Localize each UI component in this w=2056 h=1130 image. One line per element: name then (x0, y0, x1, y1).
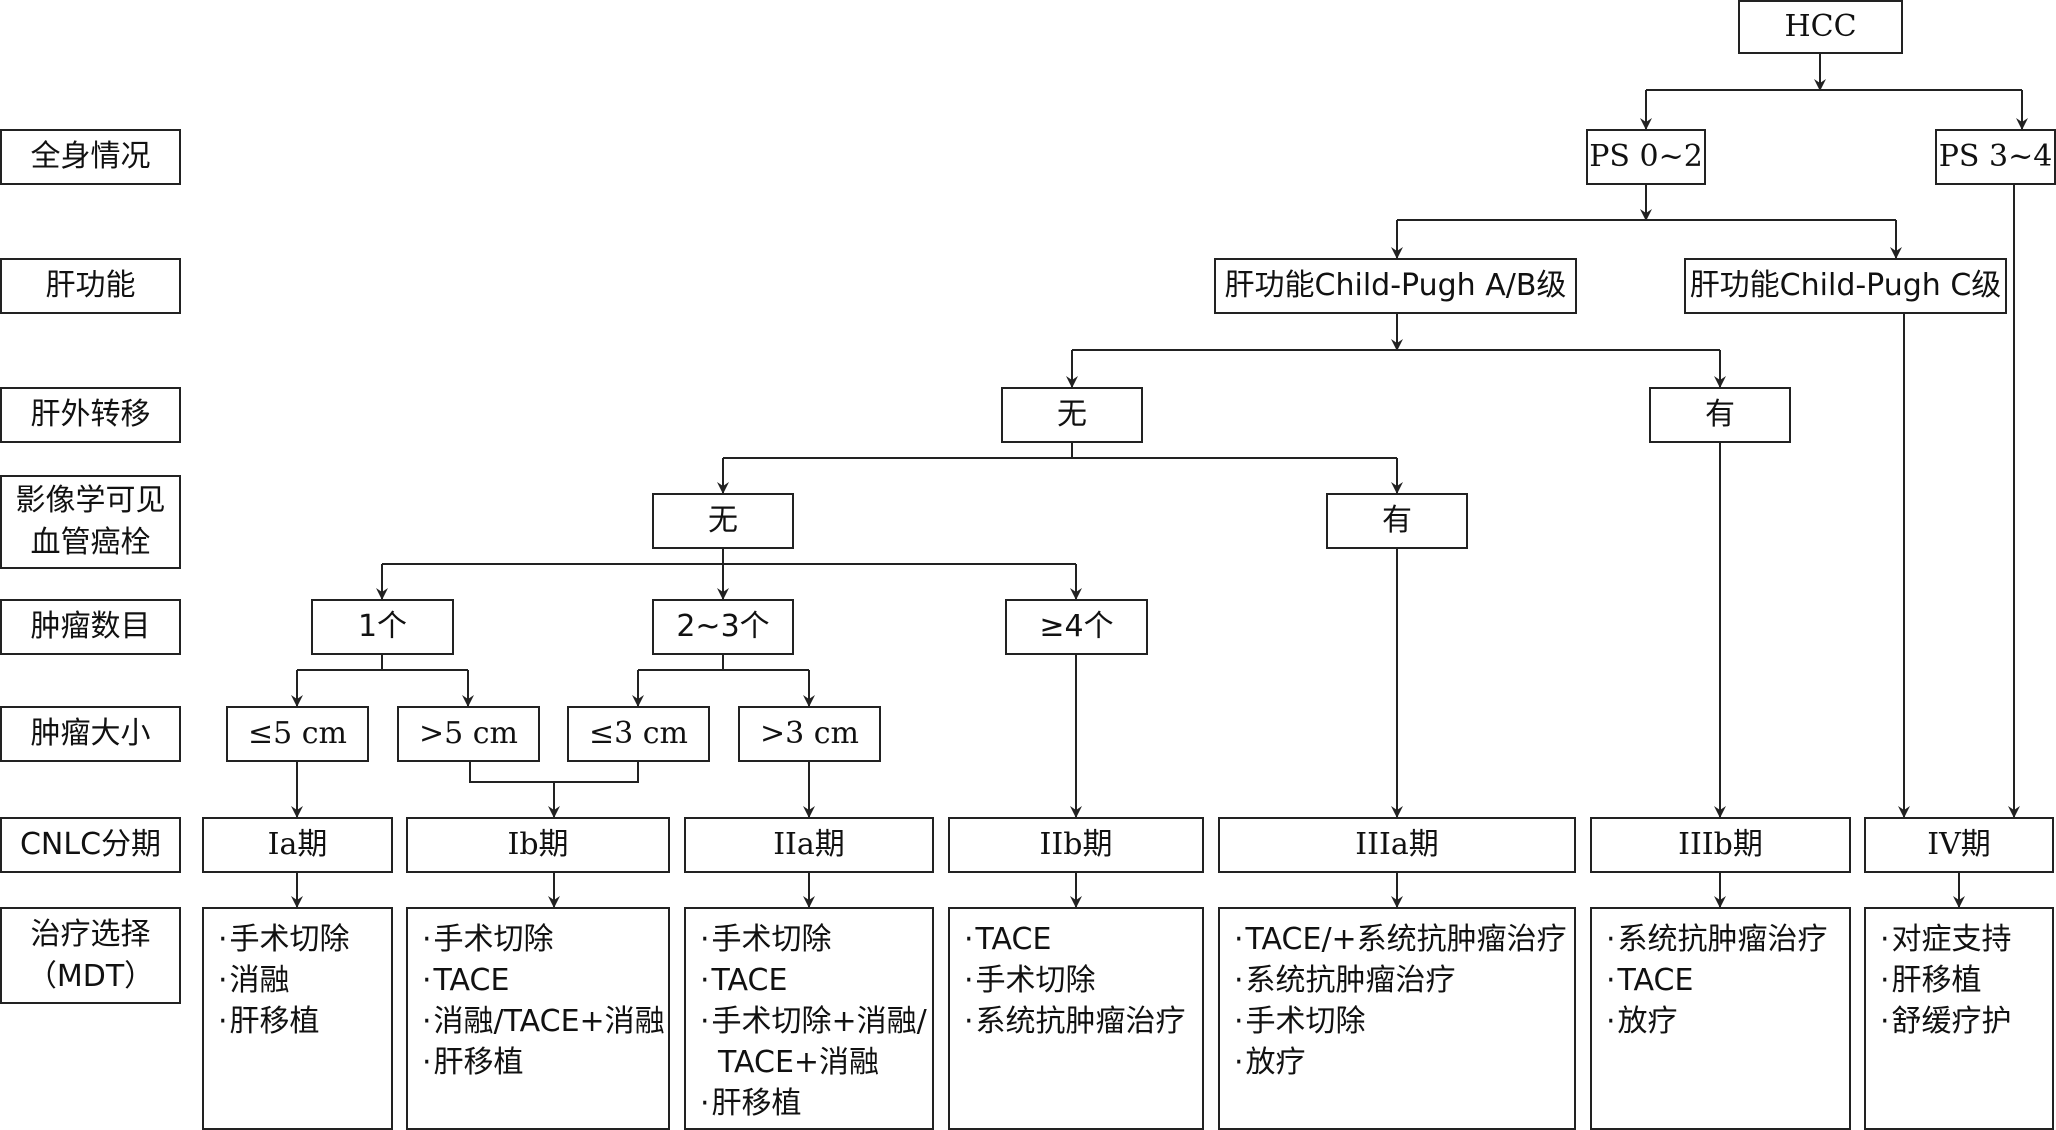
treatment-iiib: 系统抗肿瘤治疗 TACE 放疗 (1590, 907, 1851, 1130)
node-size-gt-5cm: >5 cm (397, 706, 540, 762)
treatment-item: 肝移植 (218, 1001, 391, 1042)
stage-iiib: IIIb期 (1590, 817, 1851, 873)
treatment-item: 消融 (218, 960, 391, 1001)
treatment-item: 手术切除+消融/ (700, 1001, 932, 1042)
treatment-ib: 手术切除 TACE 消融/TACE+消融 肝移植 (406, 907, 670, 1130)
row-label-tumor-size: 肿瘤大小 (0, 706, 181, 762)
row-label-treatment: 治疗选择 （MDT） (0, 907, 181, 1004)
treatment-item: 舒缓疗护 (1880, 1001, 2052, 1042)
node-child-pugh-ab: 肝功能Child-Pugh A/B级 (1214, 258, 1577, 314)
treatment-iib: TACE 手术切除 系统抗肿瘤治疗 (948, 907, 1204, 1130)
node-hcc: HCC (1738, 0, 1903, 54)
treatment-item: 系统抗肿瘤治疗 (1606, 919, 1849, 960)
treatment-item: TACE (422, 960, 668, 1001)
treatment-item: 放疗 (1606, 1001, 1849, 1042)
treatment-item: 肝移植 (700, 1083, 932, 1124)
node-vascular-yes: 有 (1326, 493, 1468, 549)
row-label-cnlc-stage: CNLC分期 (0, 817, 181, 873)
stage-iib: IIb期 (948, 817, 1204, 873)
node-extrahepatic-yes: 有 (1649, 387, 1791, 443)
treatment-iiia: TACE/+系统抗肿瘤治疗 系统抗肿瘤治疗 手术切除 放疗 (1218, 907, 1576, 1130)
row-label-vascular-line1: 影像学可见 (15, 483, 166, 518)
treatment-item: 对症支持 (1880, 919, 2052, 960)
treatment-item: TACE (964, 919, 1202, 960)
treatment-item: 手术切除 (700, 919, 932, 960)
treatment-item: 放疗 (1234, 1042, 1574, 1083)
stage-iiia: IIIa期 (1218, 817, 1576, 873)
node-tumor-number-2-3: 2~3个 (652, 599, 794, 655)
row-label-vascular-line2: 血管癌栓 (30, 525, 151, 560)
row-label-general: 全身情况 (0, 129, 181, 185)
treatment-item: 肝移植 (422, 1042, 668, 1083)
node-extrahepatic-no: 无 (1001, 387, 1143, 443)
stage-iia: IIa期 (684, 817, 934, 873)
row-label-vascular: 影像学可见 血管癌栓 (0, 475, 181, 569)
stage-ib: Ib期 (406, 817, 670, 873)
node-ps-3-4: PS 3~4 (1935, 129, 2056, 185)
treatment-item: 肝移植 (1880, 960, 2052, 1001)
treatment-item: 手术切除 (422, 919, 668, 960)
node-size-le-5cm: ≤5 cm (226, 706, 369, 762)
node-ps-0-2: PS 0~2 (1586, 129, 1706, 185)
treatment-item: TACE (700, 960, 932, 1001)
treatment-item: 消融/TACE+消融 (422, 1001, 668, 1042)
node-size-le-3cm: ≤3 cm (567, 706, 710, 762)
treatment-item: TACE (1606, 960, 1849, 1001)
node-size-gt-3cm: >3 cm (738, 706, 881, 762)
treatment-item: 系统抗肿瘤治疗 (964, 1001, 1202, 1042)
treatment-iia: 手术切除 TACE 手术切除+消融/ TACE+消融 肝移植 (684, 907, 934, 1130)
treatment-item: 手术切除 (1234, 1001, 1574, 1042)
treatment-item: 手术切除 (218, 919, 391, 960)
stage-iv: IV期 (1864, 817, 2054, 873)
row-label-tumor-number: 肿瘤数目 (0, 599, 181, 655)
row-label-extrahepatic: 肝外转移 (0, 387, 181, 443)
treatment-item: 系统抗肿瘤治疗 (1234, 960, 1574, 1001)
node-child-pugh-c: 肝功能Child-Pugh C级 (1684, 258, 2007, 314)
row-label-liver-function: 肝功能 (0, 258, 181, 314)
row-label-treatment-line1: 治疗选择 (30, 916, 151, 952)
node-tumor-number-1: 1个 (311, 599, 454, 655)
treatment-ia: 手术切除 消融 肝移植 (202, 907, 393, 1130)
node-vascular-no: 无 (652, 493, 794, 549)
node-tumor-number-4: ≥4个 (1005, 599, 1148, 655)
stage-ia: Ia期 (202, 817, 393, 873)
treatment-item-continuation: TACE+消融 (718, 1045, 880, 1080)
treatment-item: TACE/+系统抗肿瘤治疗 (1234, 919, 1574, 960)
treatment-item: 手术切除 (964, 960, 1202, 1001)
treatment-iv: 对症支持 肝移植 舒缓疗护 (1864, 907, 2054, 1130)
row-label-treatment-line2: （MDT） (26, 958, 155, 994)
